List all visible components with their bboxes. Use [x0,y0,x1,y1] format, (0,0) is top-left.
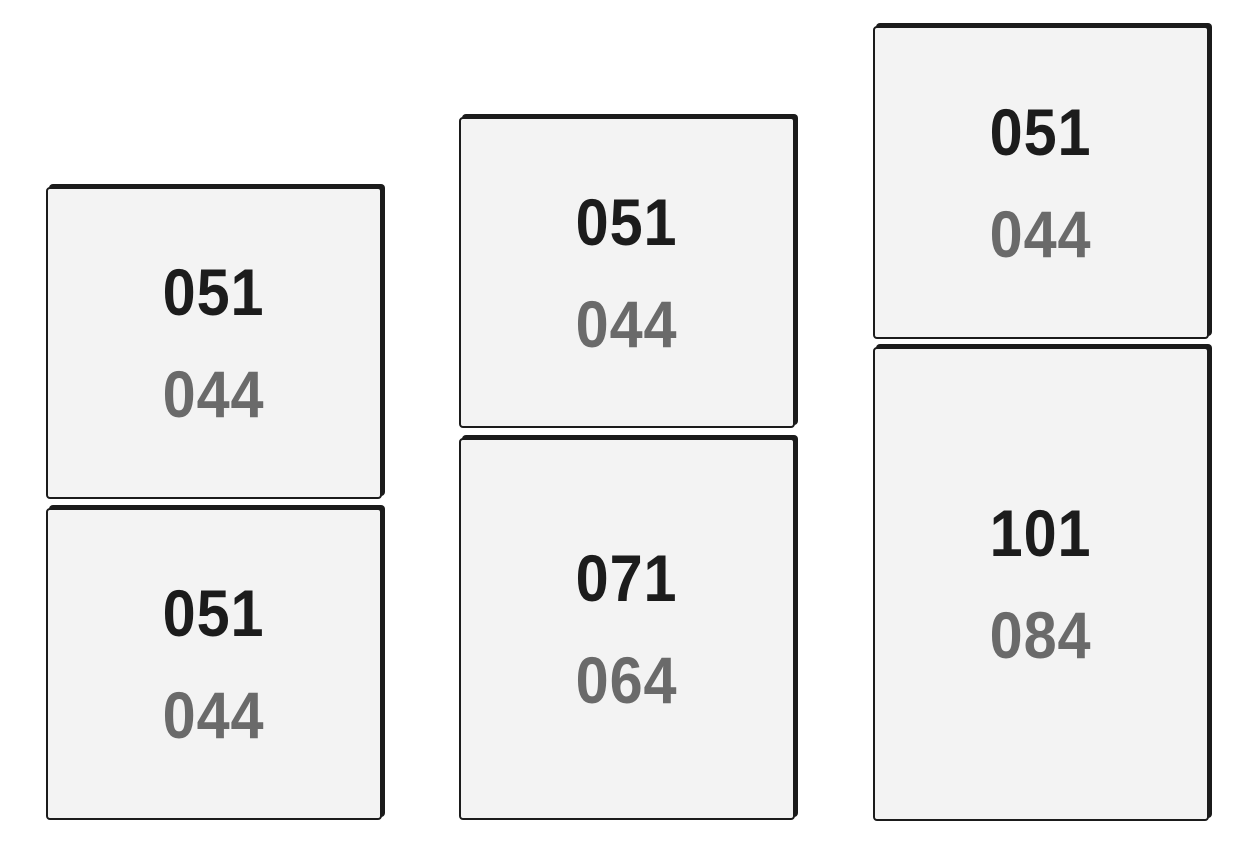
panel-column-2-top: 051 044 [459,117,795,428]
panel-top-code: 101 [990,496,1092,570]
panel-top-code: 051 [576,184,678,259]
panel-column-3-top: 051 044 [873,26,1209,339]
panel-column-2-bottom: 071 064 [459,438,795,820]
panel-column-1-bottom: 051 044 [46,508,382,820]
panel-bottom-code: 044 [163,678,265,752]
panel-bottom-code: 044 [990,196,1092,271]
panel-column-1-top: 051 044 [46,187,382,499]
panel-top-code: 071 [576,541,678,615]
panel-top-code: 051 [163,576,265,650]
panel-bottom-code: 084 [990,598,1092,672]
panel-top-code: 051 [163,255,265,329]
panel-top-code: 051 [990,94,1092,169]
panel-bottom-code: 044 [576,286,678,361]
panel-bottom-code: 044 [163,357,265,431]
panel-bottom-code: 064 [576,643,678,717]
panel-column-3-bottom: 101 084 [873,347,1209,821]
